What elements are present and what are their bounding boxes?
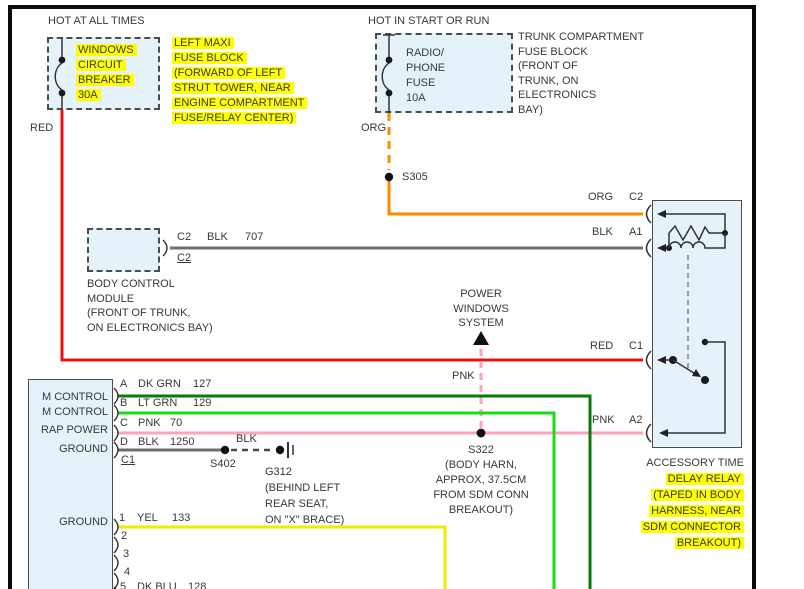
- bcm-circuit-707: 707: [245, 231, 264, 243]
- row-label-rap-power: RAP POWER: [40, 424, 108, 436]
- wire-dk-blu: DK BLU: [137, 581, 177, 589]
- wire-pnk: PNK: [138, 417, 161, 429]
- circuit-1250: 1250: [170, 436, 195, 448]
- wire-label-org: ORG: [361, 122, 387, 134]
- pin-5: 5: [120, 581, 127, 589]
- relay-wire-blk: BLK: [592, 226, 613, 238]
- wire-label-pnk: PNK: [452, 370, 475, 382]
- relay-pin-c1: C1: [629, 340, 644, 352]
- row-label-ground-2: GROUND: [59, 516, 108, 528]
- relay-pin-a1: A1: [629, 226, 643, 238]
- bcm-pin-c2: C2: [177, 231, 192, 243]
- circuit-133: 133: [172, 512, 191, 524]
- wire-yel: YEL: [137, 512, 158, 524]
- pin-1: 1: [119, 512, 126, 524]
- circuit-127: 127: [193, 378, 212, 390]
- circuit-70: 70: [170, 417, 183, 429]
- row-label-m-control-2: M CONTROL: [42, 406, 108, 418]
- pin-d: D: [120, 436, 128, 448]
- bcm-name: BODY CONTROL MODULE (FRONT OF TRUNK, ON …: [87, 278, 213, 334]
- body-control-module-box: [87, 228, 160, 272]
- pin-a: A: [120, 378, 128, 390]
- accessory-time-delay-relay-label: ACCESSORY TIME DELAY RELAY (TAPED IN BOD…: [640, 457, 744, 549]
- wire-dk-grn: DK GRN: [138, 378, 181, 390]
- rail-label-hot-at-all-times: HOT AT ALL TIMES: [48, 15, 145, 27]
- relay-wire-org: ORG: [588, 191, 614, 203]
- bcm-wire-blk: BLK: [207, 231, 228, 243]
- fuse-label: RADIO/ PHONE FUSE 10A: [406, 47, 446, 104]
- s322-splice-label: S322 (BODY HARN, APPROX, 37.5CM FROM SDM…: [433, 444, 529, 516]
- relay-wire-red: RED: [590, 340, 614, 352]
- wire-lt-grn: LT GRN: [138, 397, 178, 409]
- bcm-connector-c2: C2: [177, 252, 192, 264]
- power-windows-system-label: POWER WINDOWS SYSTEM: [453, 288, 509, 330]
- left-maxi-fuse-block-location: LEFT MAXI FUSE BLOCK (FORWARD OF LEFT ST…: [172, 36, 308, 126]
- pin-3: 3: [123, 548, 130, 560]
- circuit-128: 128: [188, 581, 207, 589]
- connector-c1: C1: [121, 454, 136, 466]
- accessory-time-delay-relay-box: [652, 200, 742, 448]
- splice-label-s402: S402: [210, 458, 236, 470]
- splice-label-s305: S305: [402, 171, 428, 183]
- pin-c: C: [120, 417, 128, 429]
- relay-pin-c2: C2: [629, 191, 644, 203]
- pin-4: 4: [124, 566, 131, 578]
- wire-blk: BLK: [138, 436, 159, 448]
- relay-wire-pnk: PNK: [592, 414, 615, 426]
- wire-label-red: RED: [30, 122, 54, 134]
- g312-ground-label: G312 (BEHIND LEFT REAR SEAT, ON "X" BRAC…: [265, 466, 345, 526]
- wire-label-blk-ground: BLK: [236, 433, 257, 445]
- breaker-label: WINDOWS CIRCUIT BREAKER 30A: [76, 43, 137, 103]
- pin-b: B: [120, 397, 128, 409]
- left-connector-box: [28, 379, 113, 589]
- row-label-m-control-1: M CONTROL: [42, 391, 108, 403]
- rail-label-hot-in-start-or-run: HOT IN START OR RUN: [368, 15, 490, 27]
- relay-pin-a2: A2: [629, 414, 643, 426]
- diagram-frame-border: [8, 5, 756, 589]
- radio-phone-fuse-box: [375, 33, 513, 113]
- row-label-ground-1: GROUND: [59, 443, 108, 455]
- trunk-fuse-block-location: TRUNK COMPARTMENT FUSE BLOCK (FRONT OF T…: [518, 31, 645, 116]
- pin-2: 2: [121, 530, 128, 542]
- circuit-129: 129: [193, 397, 212, 409]
